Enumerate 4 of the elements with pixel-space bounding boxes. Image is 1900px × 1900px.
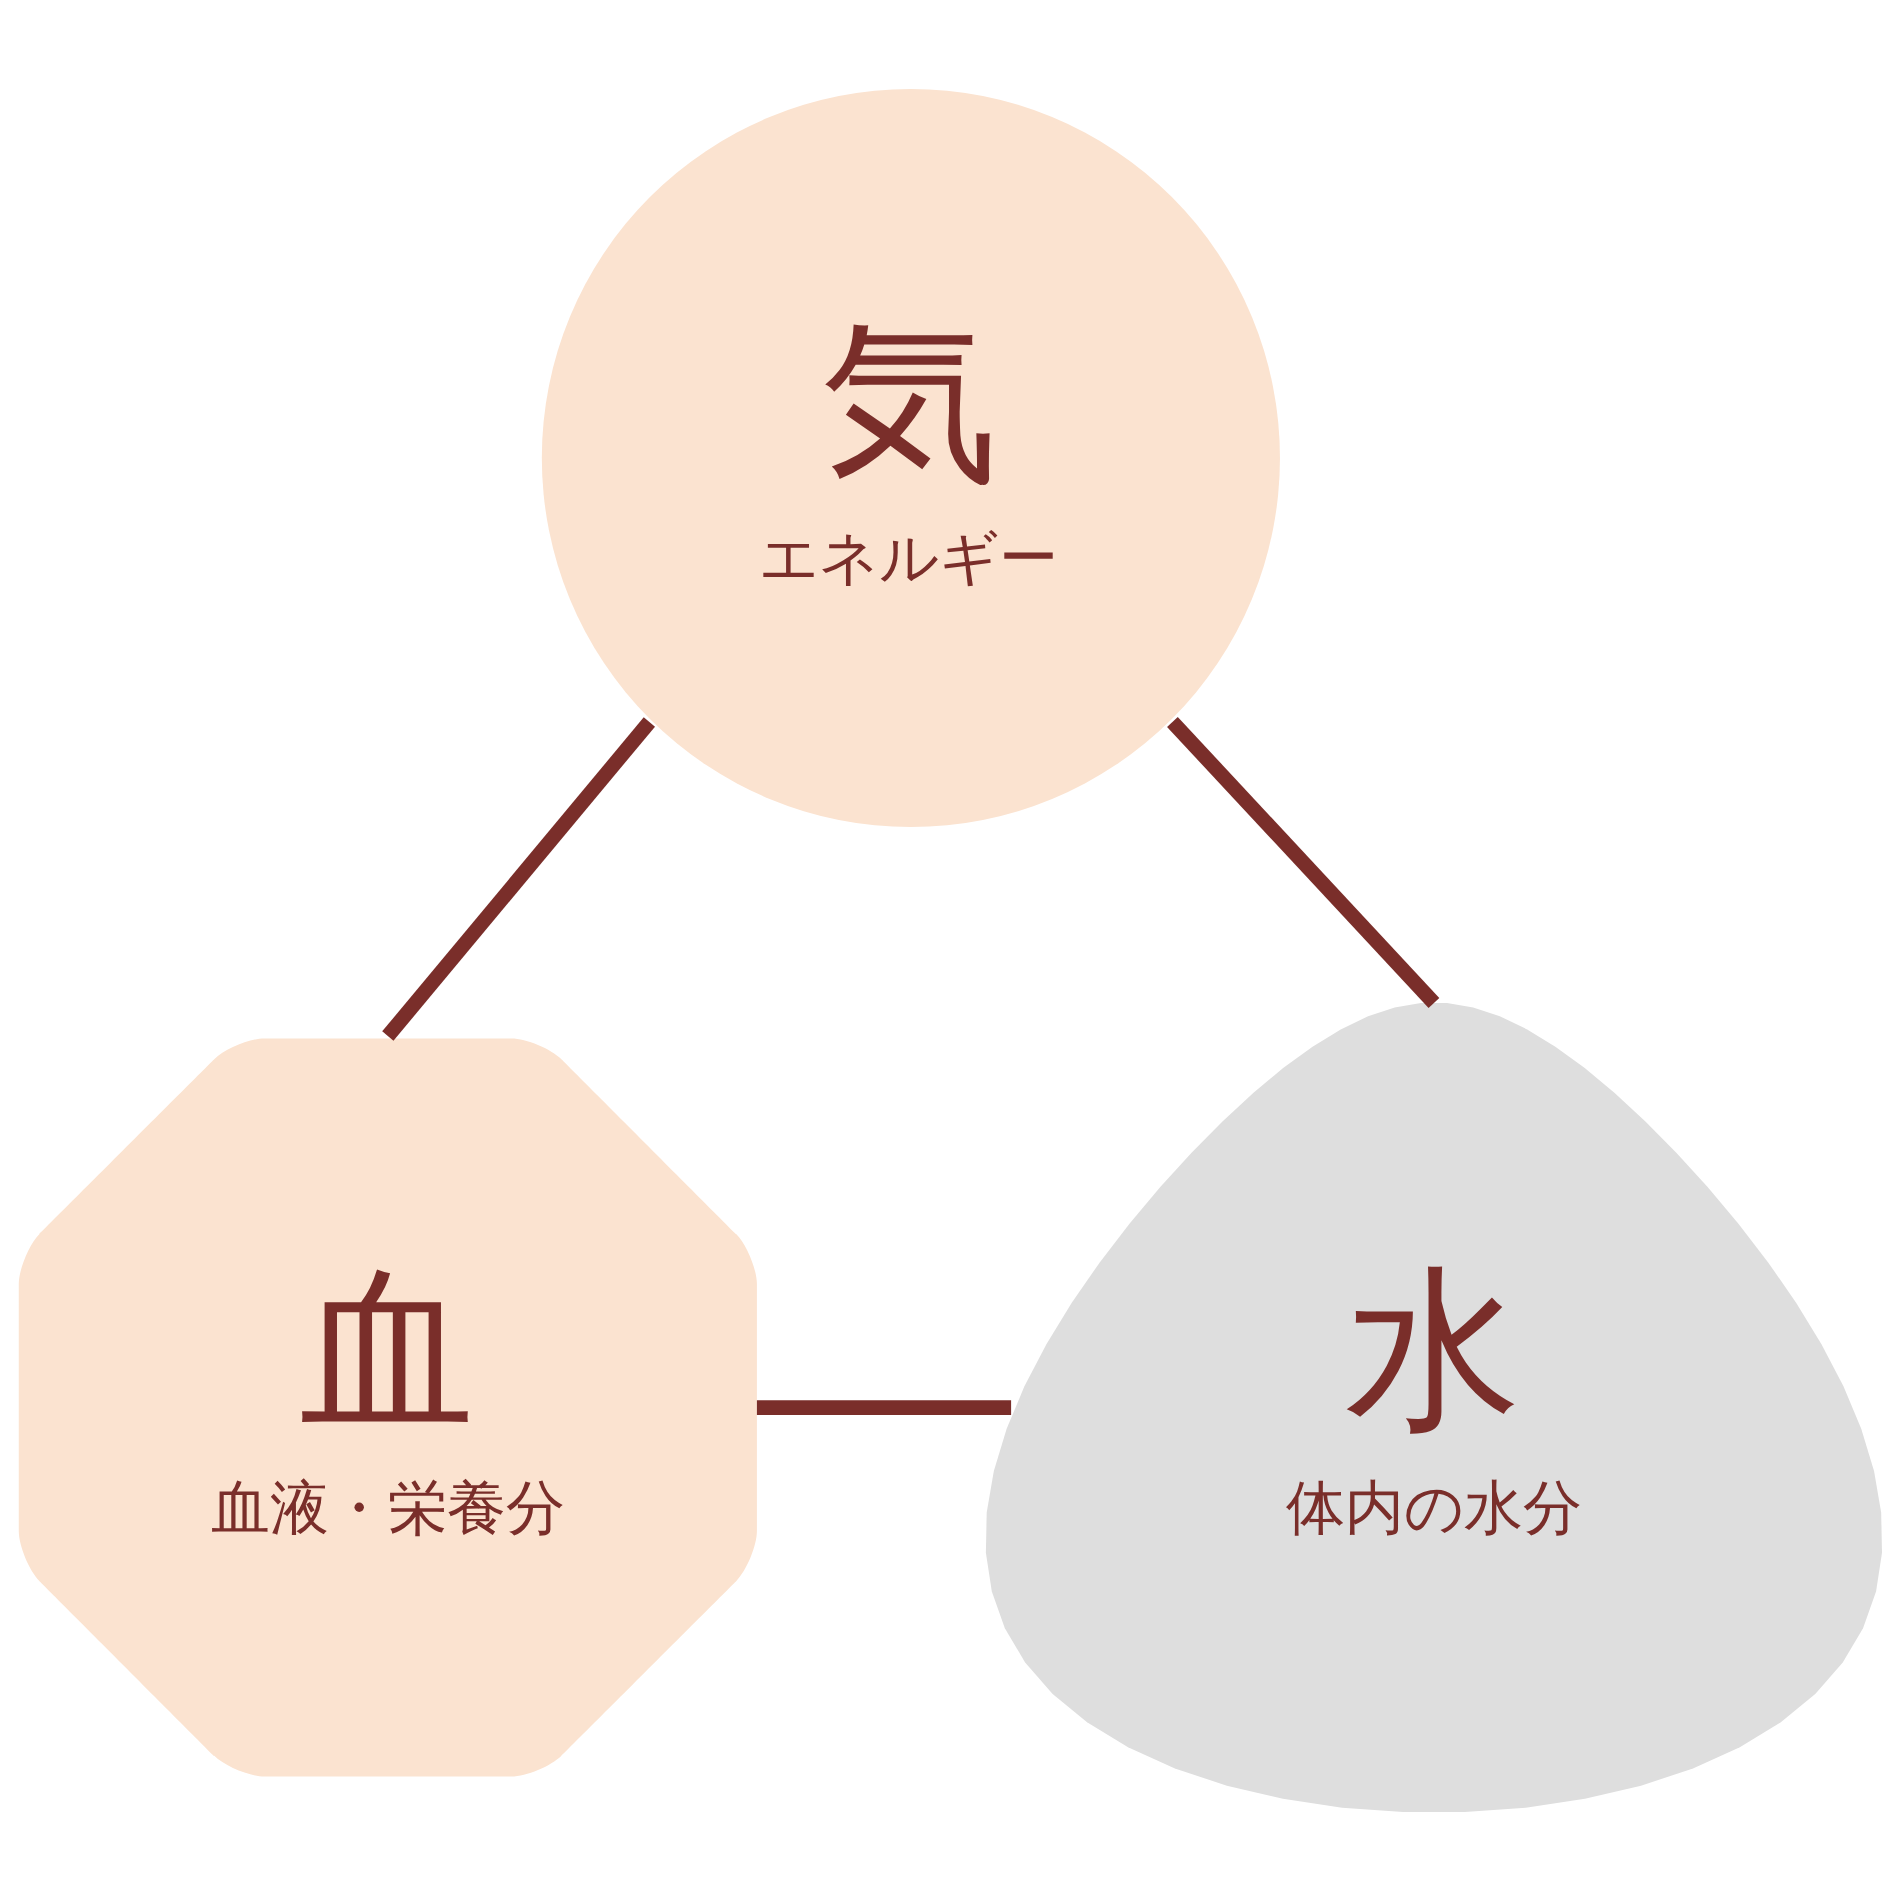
connector	[756, 1399, 1011, 1415]
connector	[1166, 716, 1439, 1008]
node-circle: 気 エネルギー	[541, 88, 1280, 827]
connector	[381, 716, 655, 1041]
